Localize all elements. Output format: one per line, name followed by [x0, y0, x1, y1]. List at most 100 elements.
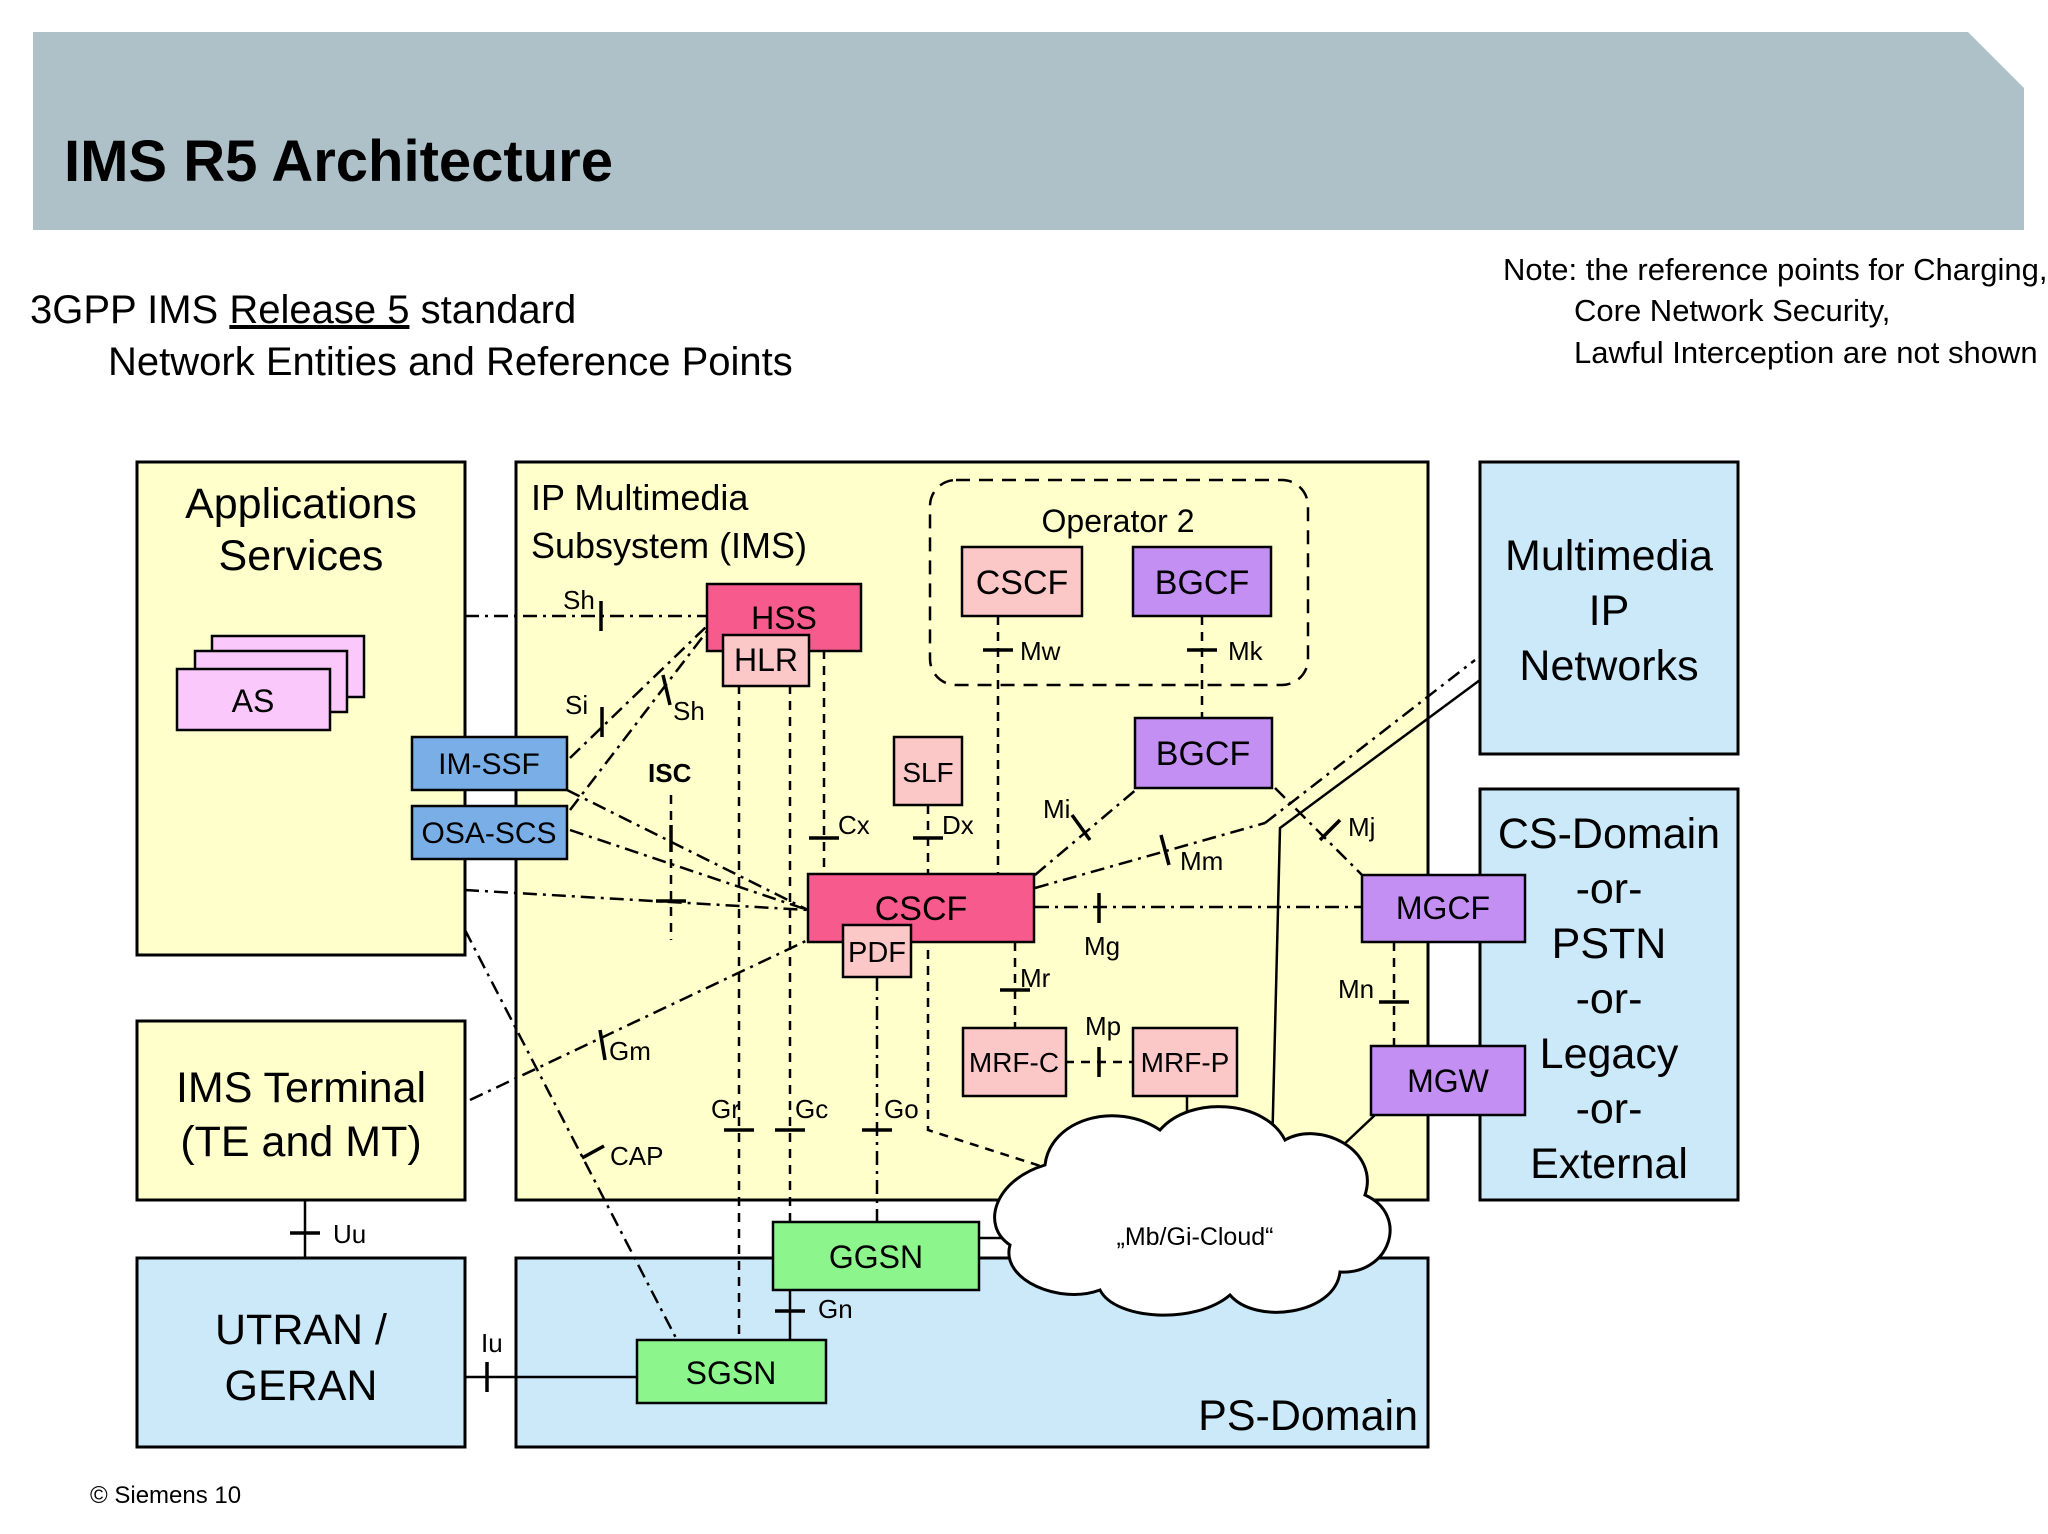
ref-mi: Mi — [1043, 794, 1070, 824]
cloud-label: „Mb/Gi-Cloud“ — [1117, 1223, 1274, 1251]
bgcf-label: BGCF — [1156, 735, 1250, 773]
subtitle-prefix: 3GPP IMS — [30, 288, 230, 332]
hss-label: HSS — [751, 600, 817, 636]
subtitle-suffix: standard — [409, 288, 577, 332]
operator2-label: Operator 2 — [1042, 503, 1195, 539]
ref-dx: Dx — [942, 810, 974, 840]
ref-gm: Gm — [609, 1036, 651, 1066]
cs-domain — [1478, 787, 1740, 1202]
ref-gc: Gc — [795, 1094, 828, 1124]
ref-sh1: Sh — [563, 585, 595, 615]
label-line: Legacy — [1540, 1030, 1679, 1078]
label-line: (TE and MT) — [180, 1118, 421, 1166]
cscf-label: CSCF — [875, 890, 968, 928]
mb-gi-cloud — [993, 1105, 1392, 1317]
label-line: Multimedia — [1505, 532, 1713, 580]
label-line: IP Multimedia — [531, 477, 749, 518]
osa-scs-label: OSA-SCS — [421, 817, 556, 850]
subtitle-line1: 3GPP IMS Release 5 standard — [30, 288, 576, 333]
ref-mj: Mj — [1348, 812, 1375, 842]
ref-uu: Uu — [333, 1219, 366, 1249]
as-box — [175, 667, 332, 732]
im-ssf-label: IM-SSF — [438, 748, 540, 781]
as-label: AS — [232, 683, 275, 719]
hlr-box — [721, 633, 811, 688]
mgw-label: MGW — [1407, 1063, 1490, 1099]
ref-mg: Mg — [1084, 931, 1120, 961]
slf-label: SLF — [902, 757, 953, 788]
label-line: External — [1530, 1140, 1688, 1188]
ggsn-box — [771, 1220, 981, 1292]
line-pcscf-cloud — [926, 950, 1101, 1187]
utran-label: UTRAN / GERAN — [215, 1306, 387, 1410]
label-line: -or- — [1576, 865, 1643, 913]
reference-labels: Sh Si Sh ISC Cx Dx Mw Mk Mi Mm Mj Mg Mr … — [333, 585, 1375, 1358]
line-mm-cscf-mmip — [1034, 821, 1266, 890]
mrf-c-box — [961, 1026, 1068, 1098]
ref-go: Go — [884, 1094, 919, 1124]
slf-box — [892, 735, 964, 807]
line-cap-as-sgsn — [463, 929, 679, 1341]
im-ssf-box — [410, 735, 569, 792]
ims-terminal-label: IMS Terminal (TE and MT) — [176, 1064, 426, 1166]
pdf-box — [841, 923, 913, 979]
pdf-label: PDF — [848, 937, 906, 969]
bgcf-op2-label: BGCF — [1155, 564, 1249, 602]
mgcf-box — [1360, 873, 1527, 944]
ps-domain-label: PS-Domain — [1198, 1392, 1418, 1440]
label-line: Services — [219, 532, 384, 580]
ggsn-label: GGSN — [829, 1239, 923, 1275]
subtitle-release: Release 5 — [229, 288, 410, 332]
bgcf-op2-box — [1131, 545, 1273, 618]
ref-iu: Iu — [481, 1328, 503, 1358]
bgcf-box — [1133, 716, 1274, 790]
label-line: -or- — [1576, 1085, 1643, 1133]
title-banner — [33, 32, 2024, 230]
cs-domain-label: CS-Domain -or- PSTN -or- Legacy -or- External — [1498, 810, 1720, 1188]
line-isc-osascs-cscf — [569, 828, 809, 912]
ref-mn: Mn — [1338, 974, 1374, 1004]
ref-isc: ISC — [648, 758, 692, 788]
mgw-box — [1369, 1044, 1527, 1117]
note-line2: Core Network Security, — [1574, 293, 1891, 328]
ims-terminal-domain — [135, 1019, 467, 1202]
ref-mm: Mm — [1180, 846, 1223, 876]
ref-mp: Mp — [1085, 1011, 1121, 1041]
label-line: -or- — [1576, 975, 1643, 1023]
label-line: IMS Terminal — [176, 1064, 426, 1112]
line-multimedia-cloud — [1270, 678, 1481, 1153]
note-line1: Note: the reference points for Charging, — [1503, 252, 2048, 287]
ref-si: Si — [565, 690, 588, 720]
ref-mw: Mw — [1020, 636, 1061, 666]
sgsn-label: SGSN — [686, 1355, 777, 1391]
mrf-p-label: MRF-P — [1141, 1047, 1230, 1078]
label-line: CS-Domain — [1498, 810, 1720, 858]
label-line: Subsystem (IMS) — [531, 525, 807, 566]
label-line: Networks — [1519, 642, 1698, 690]
line-mi-cscf-bgcf — [1034, 787, 1139, 876]
line-gm-terminal-pcscf — [469, 938, 809, 1102]
mgcf-label: MGCF — [1396, 890, 1490, 926]
footer-copyright: © Siemens 10 — [90, 1482, 242, 1509]
mrf-p-box — [1131, 1026, 1239, 1098]
label-line: GERAN — [225, 1362, 378, 1410]
label-line: PSTN — [1552, 920, 1667, 968]
ref-sh2: Sh — [673, 696, 705, 726]
ref-mk: Mk — [1228, 636, 1264, 666]
hlr-label: HLR — [734, 642, 798, 678]
label-line: UTRAN / — [215, 1306, 387, 1354]
connection-lines — [303, 614, 1481, 1379]
line-isc-imssf-cscf — [566, 788, 809, 912]
slide-title: IMS R5 Architecture — [64, 129, 613, 194]
utran-domain — [135, 1256, 467, 1449]
operator2-group — [928, 478, 1310, 687]
ref-cx: Cx — [838, 810, 870, 840]
ref-cap: CAP — [610, 1141, 663, 1171]
cscf-op2-label: CSCF — [976, 564, 1069, 602]
multimedia-domain — [1478, 460, 1740, 756]
